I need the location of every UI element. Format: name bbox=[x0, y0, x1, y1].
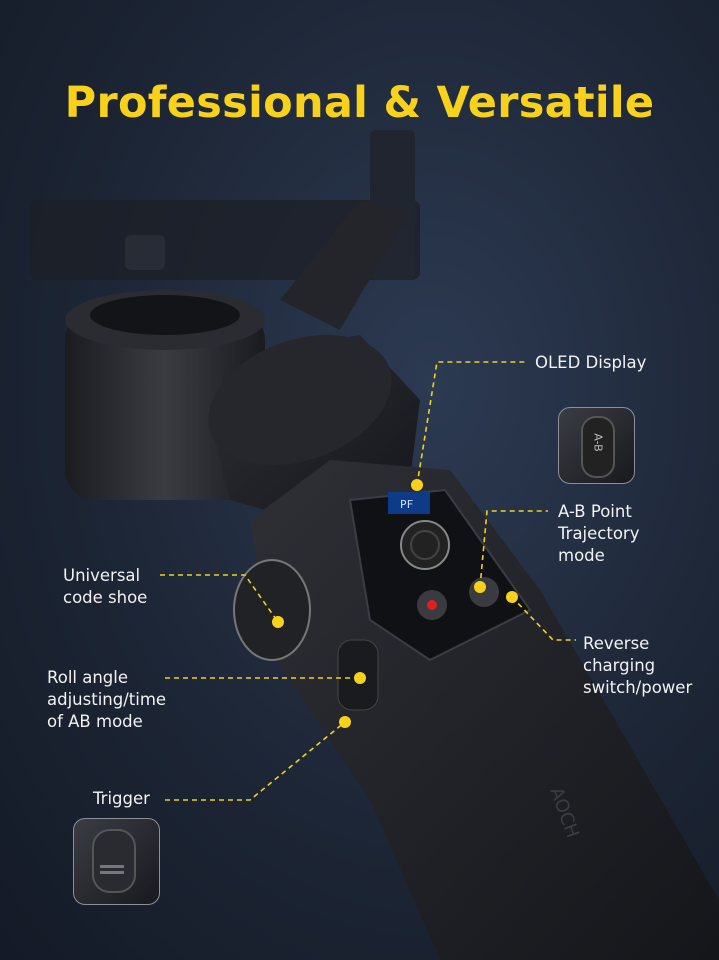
callout-dots bbox=[272, 479, 518, 728]
label-trigger: Trigger bbox=[93, 789, 150, 808]
cold-shoe bbox=[233, 559, 311, 661]
oled-display-text: PF bbox=[400, 498, 413, 511]
dot-ab bbox=[474, 581, 486, 593]
label-universal-shoe: Universal code shoe bbox=[63, 566, 148, 607]
ab-button-inset: A-B bbox=[558, 407, 635, 484]
leader-lines bbox=[160, 361, 576, 801]
ab-button bbox=[469, 577, 499, 607]
trigger-inset bbox=[73, 818, 160, 905]
label-ab-point: A-B Point Trajectory mode bbox=[558, 502, 640, 565]
gimbal-arm bbox=[280, 200, 410, 330]
pan-motor bbox=[65, 290, 265, 500]
gimbal-handle: PF AOCH bbox=[233, 460, 719, 960]
dot-oled bbox=[411, 479, 423, 491]
dot-trigger bbox=[339, 716, 351, 728]
ab-label: A-B bbox=[591, 433, 605, 452]
trigger-icon bbox=[92, 829, 136, 893]
control-panel bbox=[348, 488, 532, 662]
joystick bbox=[400, 520, 450, 570]
label-roll-angle: Roll angle adjusting/time of AB mode bbox=[47, 668, 167, 731]
dot-shoe bbox=[272, 616, 284, 628]
dot-reverse bbox=[506, 591, 518, 603]
dot-roll bbox=[354, 672, 366, 684]
page-title: Professional & Versatile bbox=[64, 78, 655, 128]
label-oled-display: OLED Display bbox=[535, 353, 647, 372]
label-reverse-charging: Reverse charging switch/power bbox=[583, 634, 693, 697]
oled-display bbox=[388, 492, 430, 514]
